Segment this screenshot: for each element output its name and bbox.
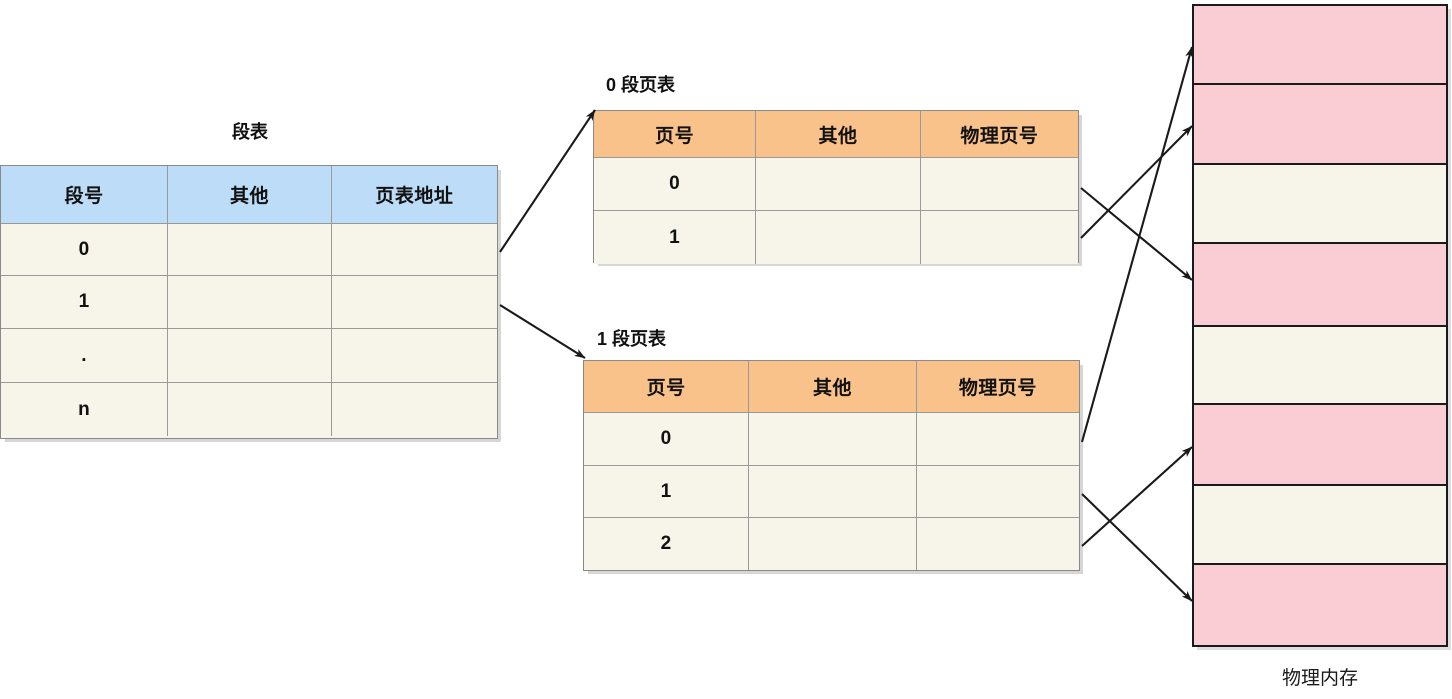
- page-other-cell: [749, 413, 917, 465]
- page-no-cell: 1: [584, 466, 750, 517]
- segment-other-cell: [168, 383, 332, 436]
- physical-memory-label: 物理内存: [1281, 668, 1358, 689]
- page-table-1-row: 1: [584, 466, 1079, 518]
- segment-table-row: n: [1, 383, 497, 436]
- page-other-cell: [756, 158, 921, 210]
- segment-no-cell: 1: [1, 276, 169, 328]
- memory-block: [1194, 85, 1446, 165]
- physical-memory-column: [1192, 4, 1448, 647]
- arrow-pt1row0-to-memblock0: [1080, 46, 1194, 443]
- arrow-segment1-to-pagetable1: [499, 304, 586, 359]
- page-phys-no-cell: [920, 158, 1078, 210]
- segment-table-row: 0: [1, 224, 497, 276]
- segment-table-title: 段表: [232, 122, 268, 142]
- page-no-cell: 1: [594, 211, 757, 264]
- page-no-cell: 2: [584, 518, 750, 570]
- segment-page-table-addr-cell: [331, 276, 497, 328]
- page-table-0-row: 0: [594, 158, 1078, 211]
- segment-table-header-row: 段号 其他 页表地址: [1, 166, 497, 224]
- page-table-0-header-phys-page-no: 物理页号: [920, 111, 1078, 157]
- page-table-1-row: 0: [584, 413, 1079, 466]
- segment-table-header-segment-no: 段号: [1, 166, 169, 223]
- memory-block: [1194, 486, 1446, 565]
- arrow-pt1row2-to-memblock5: [1081, 446, 1193, 547]
- memory-block: [1194, 165, 1446, 244]
- segment-other-cell: [168, 329, 332, 382]
- segment-page-table-addr-cell: [331, 383, 497, 436]
- page-table-0-header-page-no: 页号: [594, 111, 757, 157]
- page-other-cell: [749, 466, 917, 517]
- page-table-0: 页号 其他 物理页号 0 1: [593, 110, 1079, 264]
- page-table-0-header-row: 页号 其他 物理页号: [594, 111, 1078, 158]
- page-table-1-title: 1 段页表: [597, 329, 667, 349]
- page-phys-no-cell: [916, 413, 1079, 465]
- segment-page-table-addr-cell: [331, 329, 497, 382]
- page-table-1-header-phys-page-no: 物理页号: [916, 361, 1079, 412]
- segment-page-table-addr-cell: [331, 224, 497, 275]
- segment-table-row: .: [1, 329, 497, 383]
- page-phys-no-cell: [916, 466, 1079, 517]
- segment-table-header-other: 其他: [168, 166, 332, 223]
- memory-block: [1194, 327, 1446, 405]
- arrow-pt1row1-to-memblock7: [1081, 493, 1193, 602]
- segment-other-cell: [168, 276, 332, 328]
- page-table-1-header-other: 其他: [749, 361, 917, 412]
- page-phys-no-cell: [920, 211, 1078, 264]
- page-no-cell: 0: [594, 158, 757, 210]
- segment-no-cell: .: [1, 329, 169, 382]
- arrow-segment0-to-pagetable0: [499, 109, 596, 253]
- page-phys-no-cell: [916, 518, 1079, 570]
- page-other-cell: [756, 211, 921, 264]
- segment-no-cell: n: [1, 383, 169, 436]
- segment-table-header-page-table-addr: 页表地址: [331, 166, 497, 223]
- page-table-1: 页号 其他 物理页号 0 1 2: [583, 360, 1080, 571]
- page-table-1-header-page-no: 页号: [584, 361, 750, 412]
- page-table-1-row: 2: [584, 518, 1079, 570]
- page-table-1-header-row: 页号 其他 物理页号: [584, 361, 1079, 413]
- segment-other-cell: [168, 224, 332, 275]
- memory-block: [1194, 6, 1446, 85]
- memory-block: [1194, 565, 1446, 645]
- page-other-cell: [749, 518, 917, 570]
- page-no-cell: 0: [584, 413, 750, 465]
- page-table-0-row: 1: [594, 211, 1078, 264]
- page-table-0-title: 0 段页表: [606, 75, 676, 95]
- memory-block: [1194, 405, 1446, 486]
- segment-table: 段号 其他 页表地址 0 1 . n: [0, 165, 498, 439]
- memory-block: [1194, 244, 1446, 327]
- segment-table-row: 1: [1, 276, 497, 329]
- arrow-pt0row1-to-memblock1: [1080, 125, 1193, 239]
- arrow-pt0row0-to-memblock3: [1080, 187, 1193, 281]
- segment-no-cell: 0: [1, 224, 169, 275]
- page-table-0-header-other: 其他: [756, 111, 921, 157]
